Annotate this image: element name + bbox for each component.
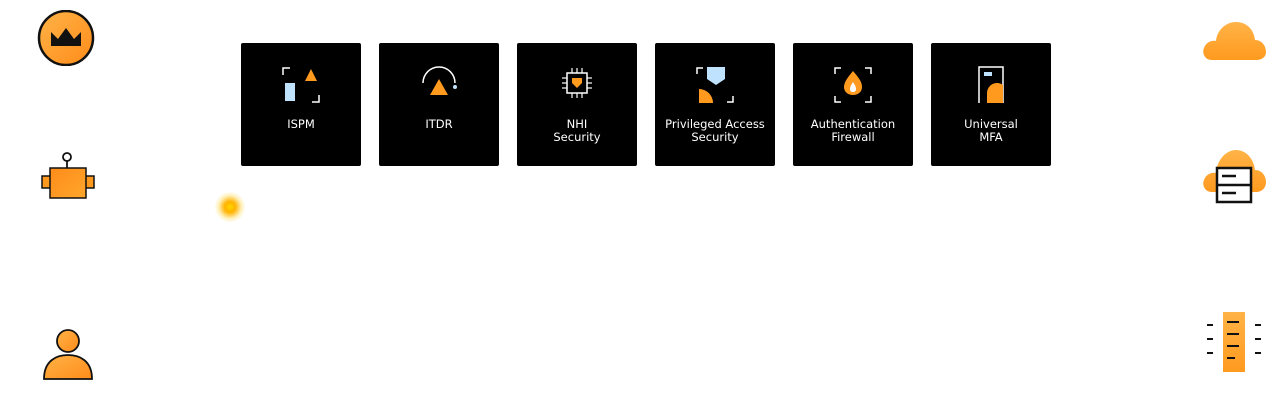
server-rack-icon <box>1204 310 1264 378</box>
nhi-chip-icon <box>562 68 592 98</box>
user-icon <box>42 328 96 386</box>
product-label: NHI Security <box>553 117 601 144</box>
product-label: ISPM <box>287 117 315 131</box>
crown-icon <box>37 9 97 70</box>
universal-mfa-icon <box>978 66 1004 103</box>
cloud-server-icon <box>1200 146 1268 210</box>
ispm-icon <box>282 67 320 103</box>
product-label: Privileged Access Security <box>665 117 765 144</box>
glow-dot <box>215 192 245 222</box>
itdr-icon <box>422 66 457 95</box>
product-card-ispm[interactable]: ISPM <box>241 43 361 166</box>
authentication-firewall-icon <box>834 67 872 103</box>
product-card-privileged-access-security[interactable]: Privileged Access Security <box>655 43 775 166</box>
cloud-icon <box>1200 14 1268 66</box>
privileged-access-icon <box>696 67 734 103</box>
product-card-authentication-firewall[interactable]: Authentication Firewall <box>793 43 913 166</box>
product-card-itdr[interactable]: ITDR <box>379 43 499 166</box>
product-card-universal-mfa[interactable]: Universal MFA <box>931 43 1051 166</box>
product-label: Authentication Firewall <box>810 117 896 144</box>
product-label: ITDR <box>425 117 453 131</box>
product-card-nhi-security[interactable]: NHI Security <box>517 43 637 166</box>
robot-icon <box>40 152 96 206</box>
product-label: Universal MFA <box>964 117 1018 144</box>
